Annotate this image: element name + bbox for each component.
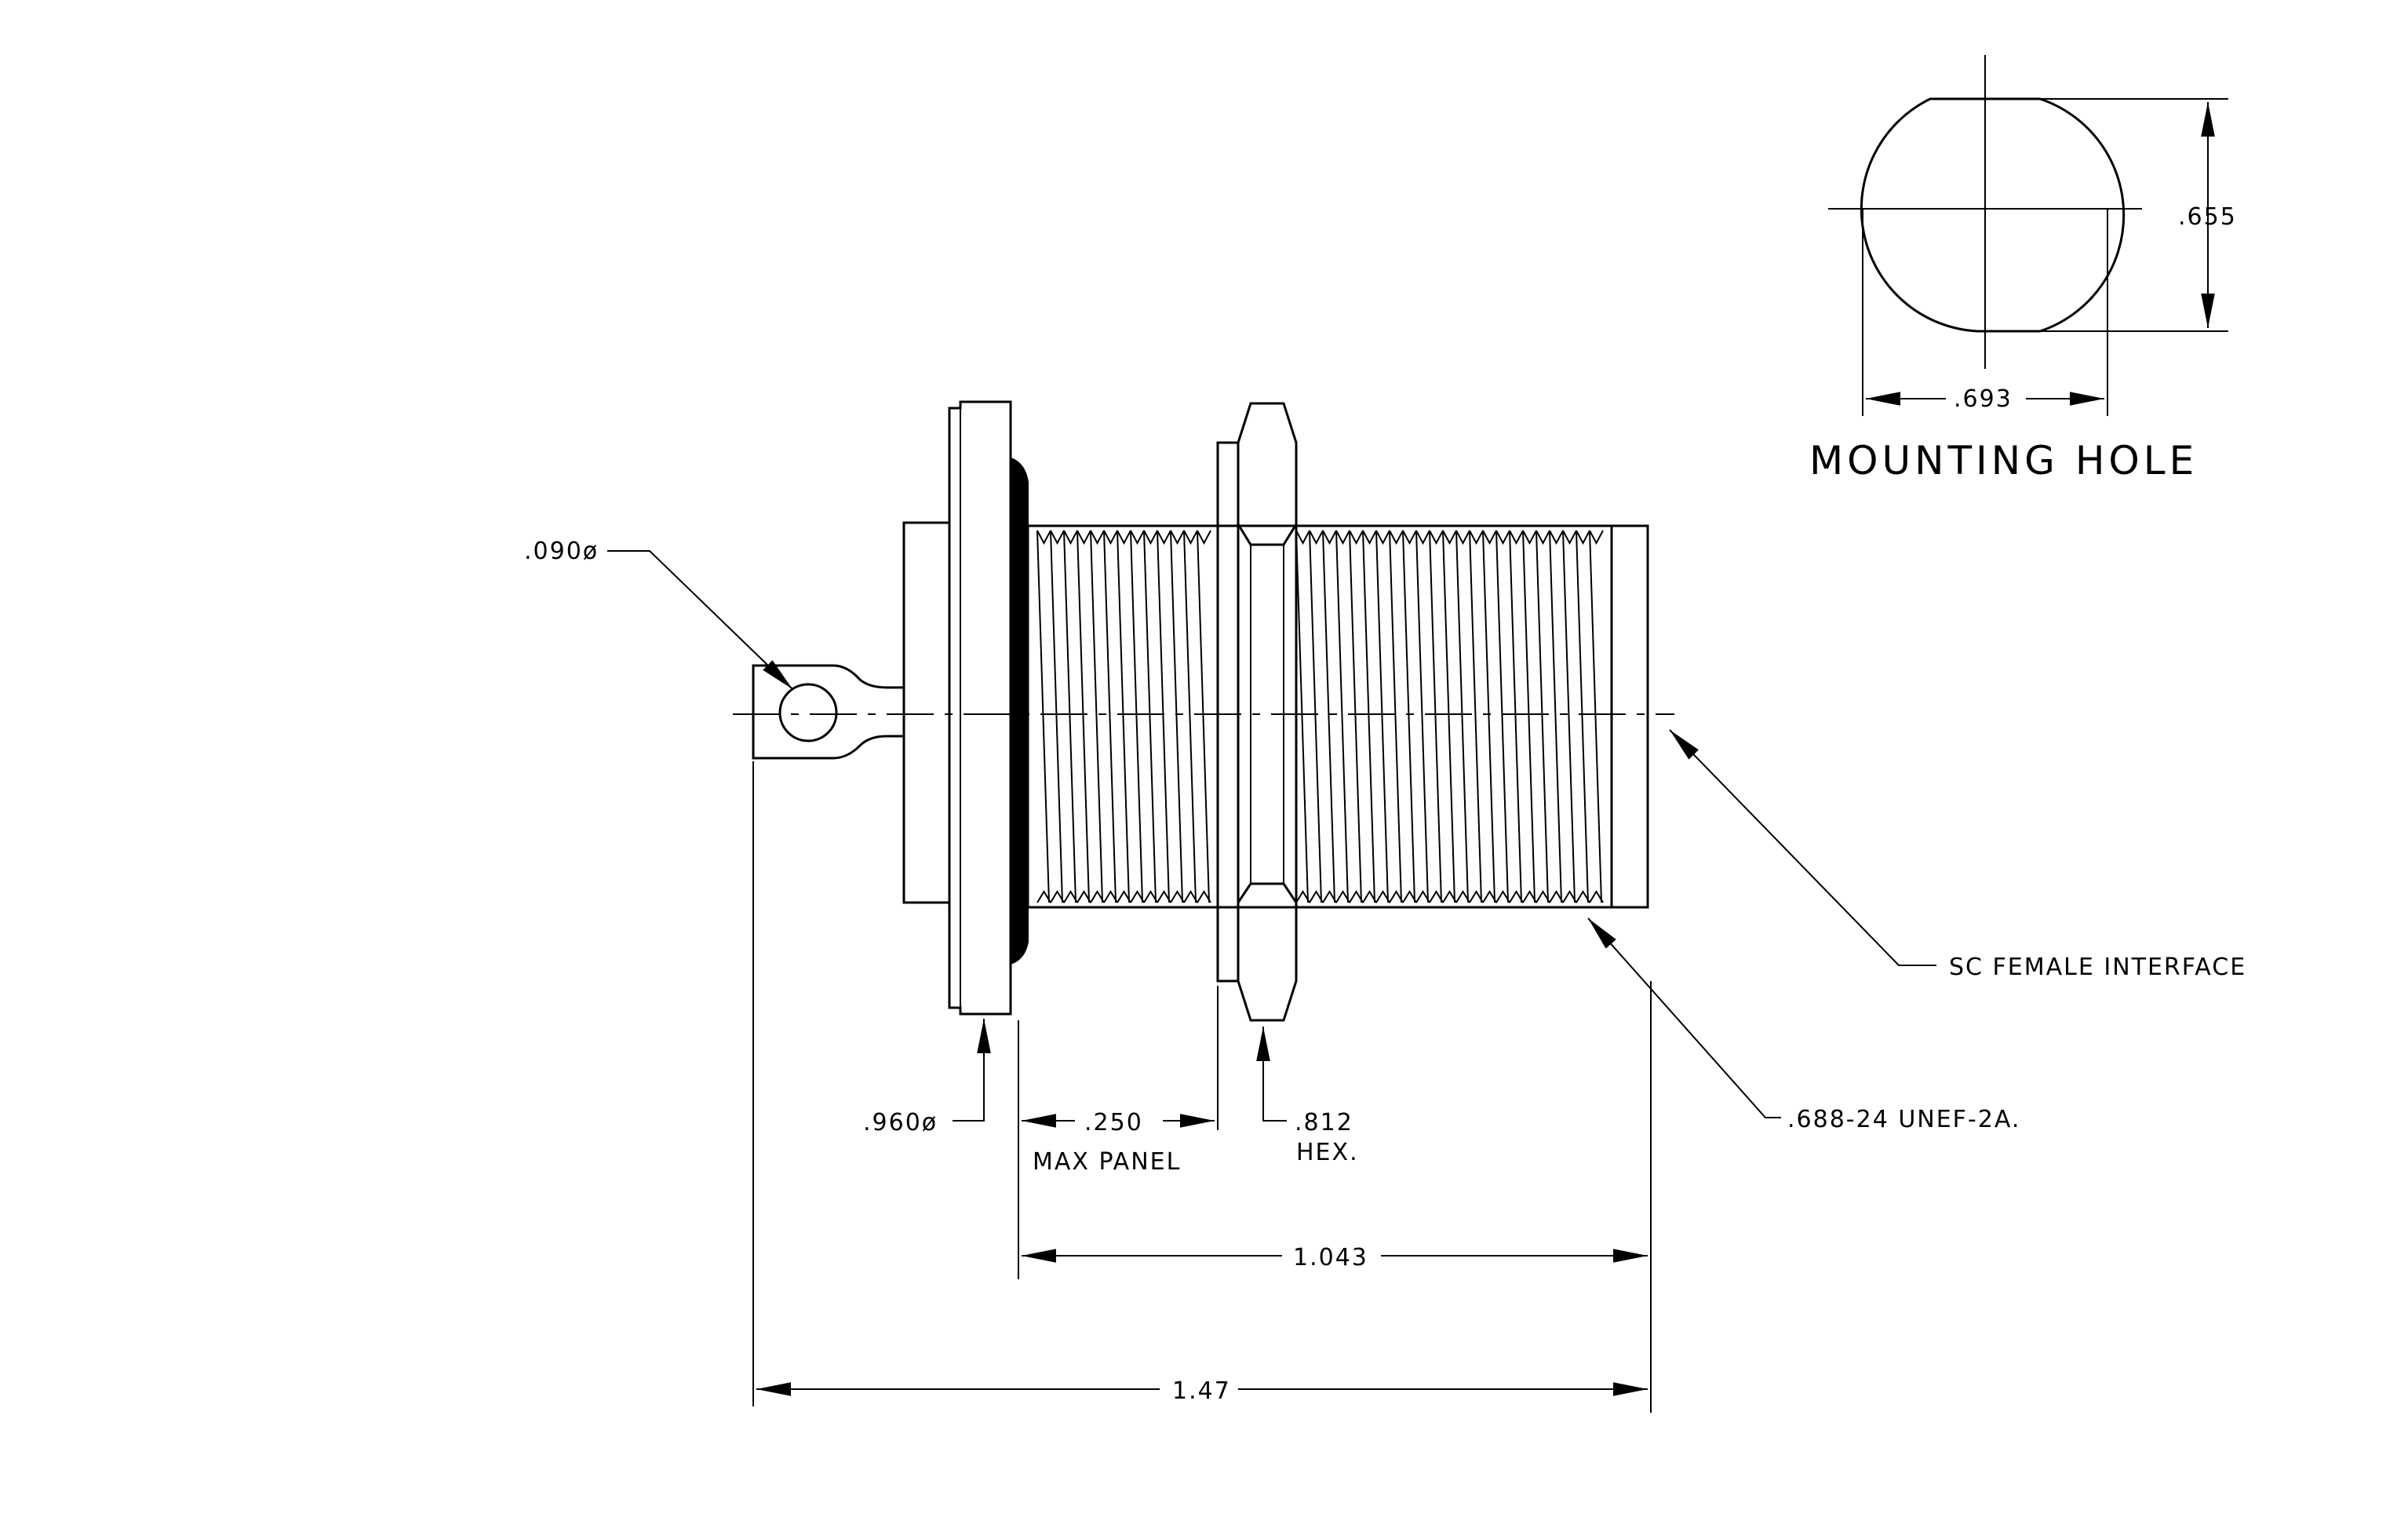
thread-line: [1130, 530, 1143, 903]
hex-nut: [1237, 402, 1298, 1022]
width-dimension-label: .693: [1954, 385, 2013, 413]
washer: [1216, 441, 1240, 983]
thread-line: [1349, 530, 1362, 903]
thread-line: [1509, 530, 1522, 903]
thread-line: [1170, 530, 1183, 903]
thread-line: [1455, 530, 1469, 903]
thread-line: [1063, 530, 1076, 903]
thread-leader: [1587, 917, 1781, 1118]
rear-body: [902, 521, 951, 904]
overall-length-label: 1.47: [1172, 1377, 1231, 1405]
thread-line: [1050, 530, 1063, 903]
thread-line: [1090, 530, 1103, 903]
thread-line: [1562, 530, 1576, 903]
thread-line: [1576, 530, 1589, 903]
thread-line: [1415, 530, 1429, 903]
pin-hole-leader: [607, 550, 793, 690]
thread-line: [1375, 530, 1389, 903]
thread-line: [1429, 530, 1442, 903]
height-dimension-label: .655: [2178, 203, 2237, 231]
thread-line: [1335, 530, 1349, 903]
callouts: .090ø .960ø .250 MAX PANEL .812 HEX. SC …: [524, 538, 2246, 1413]
solder-lug: [752, 664, 905, 760]
thread-line: [1469, 530, 1482, 903]
solder-lug-hole: [778, 683, 838, 742]
thread-line: [1183, 530, 1197, 903]
thread-line: [1295, 530, 1309, 903]
hex-note-label: HEX.: [1296, 1139, 1359, 1166]
panel-dim-label: .250: [1084, 1109, 1143, 1136]
panel-note-label: MAX PANEL: [1033, 1148, 1181, 1176]
thread-teeth-bottom: [1036, 890, 1604, 903]
interface-label: SC FEMALE INTERFACE: [1949, 954, 2246, 981]
flange-diameter-label: .960ø: [863, 1109, 938, 1136]
front-interface: [1610, 524, 1649, 909]
thread-line: [1117, 530, 1130, 903]
mounting-hole-outline: [1860, 97, 2126, 333]
thread-teeth-top: [1036, 530, 1604, 545]
thread-line: [1157, 530, 1170, 903]
thread-line: [1362, 530, 1375, 903]
flange: [948, 400, 1012, 1016]
thread-line: [1442, 530, 1455, 903]
thread-line: [1322, 530, 1335, 903]
thread-line: [1389, 530, 1402, 903]
thread-line: [1036, 530, 1050, 903]
hex-leader: [1256, 1027, 1287, 1122]
thread-line: [1522, 530, 1536, 903]
thread-line: [1103, 530, 1117, 903]
thread-line: [1495, 530, 1509, 903]
thread-line: [1536, 530, 1549, 903]
interface-leader: [1669, 729, 1936, 966]
thread-label: .688-24 UNEF-2A.: [1787, 1106, 2020, 1133]
gasket: [1010, 457, 1029, 965]
flange-diameter-leader: [953, 1019, 991, 1122]
body-length-label: 1.043: [1293, 1244, 1368, 1271]
thread-line: [1076, 530, 1090, 903]
pin-hole-label: .090ø: [524, 538, 599, 565]
thread-line: [1143, 530, 1157, 903]
thread-line: [1589, 530, 1602, 903]
thread-line: [1402, 530, 1415, 903]
mounting-hole-title: MOUNTING HOLE: [1809, 438, 2198, 483]
thread-line: [1309, 530, 1322, 903]
thread-lines: [1036, 530, 1602, 903]
thread-line: [1482, 530, 1495, 903]
connector-side-view: [733, 400, 1674, 1022]
thread-line: [1549, 530, 1562, 903]
hex-dim-label: .812: [1295, 1109, 1353, 1136]
thread-line: [1197, 530, 1210, 903]
mounting-hole-view: .655 .693 MOUNTING HOLE: [1809, 55, 2237, 483]
